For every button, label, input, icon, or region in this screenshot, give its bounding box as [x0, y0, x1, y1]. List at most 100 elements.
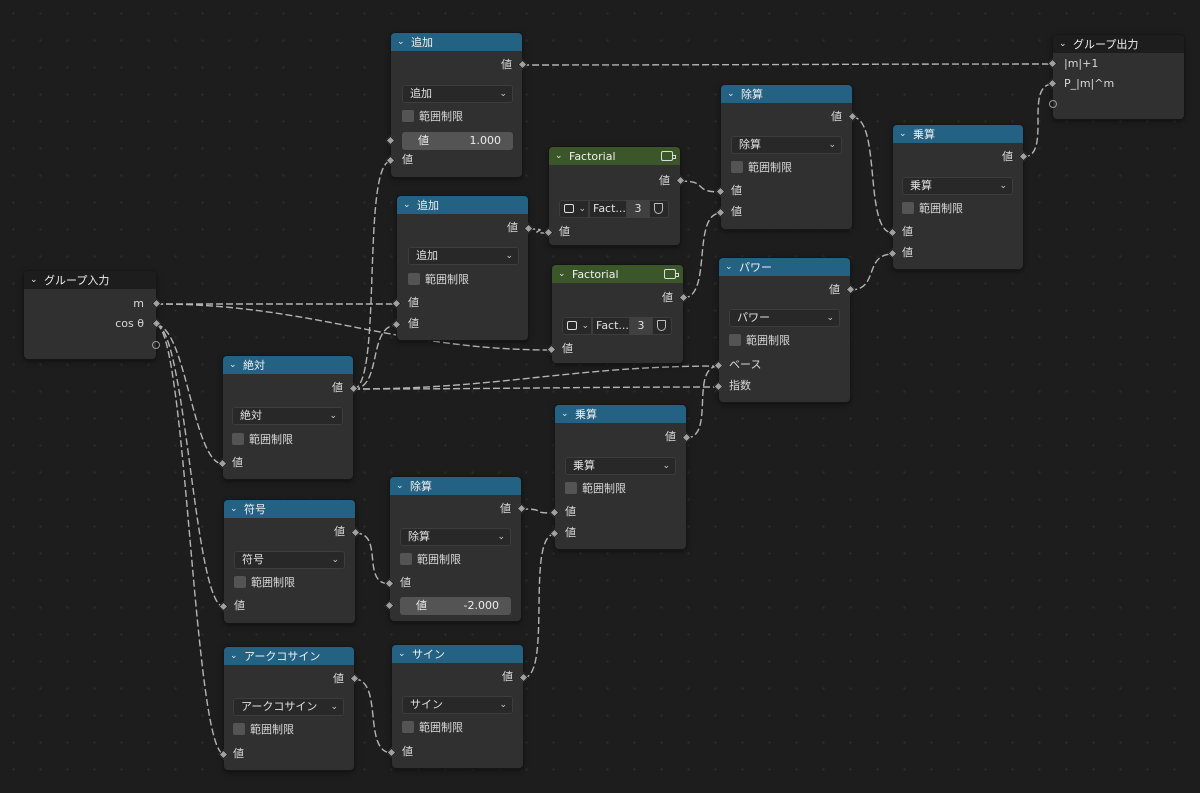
operation-dropdown[interactable]: 乗算⌄: [565, 457, 676, 475]
output-socket-empty[interactable]: [152, 341, 160, 349]
clamp-checkbox[interactable]: 範囲制限: [402, 721, 463, 735]
checkbox-icon[interactable]: [400, 553, 412, 565]
multiply-node-header[interactable]: ⌄乗算: [555, 405, 686, 423]
operation-dropdown[interactable]: 絶対⌄: [232, 407, 343, 425]
clamp-checkbox[interactable]: 範囲制限: [232, 433, 293, 447]
output-socket-cos-theta[interactable]: [151, 318, 162, 329]
chevron-down-icon[interactable]: ⌄: [229, 360, 237, 370]
multiply-node-middle[interactable]: ⌄乗算 値 乗算⌄ 範囲制限 値 値: [549, 405, 692, 549]
output-socket[interactable]: [675, 175, 686, 186]
add-node-header[interactable]: ⌄追加: [391, 33, 522, 51]
multiply-node-right[interactable]: ⌄乗算 値 乗算⌄ 範囲制限 値 値: [887, 125, 1029, 269]
checkbox-icon[interactable]: [729, 334, 741, 346]
node-group-name[interactable]: Fact...: [592, 317, 630, 335]
chevron-down-icon[interactable]: ⌄: [230, 504, 238, 514]
chevron-down-icon[interactable]: ⌄: [230, 651, 238, 661]
arccosine-node-header[interactable]: ⌄アークコサイン: [224, 647, 354, 665]
output-socket[interactable]: [678, 292, 689, 303]
clamp-checkbox[interactable]: 範囲制限: [402, 110, 463, 124]
input-socket-m-plus-one[interactable]: [1047, 58, 1058, 69]
checkbox-icon[interactable]: [402, 110, 414, 122]
checkbox-icon[interactable]: [233, 723, 245, 735]
output-socket[interactable]: [845, 284, 856, 295]
divide-node-bottom[interactable]: ⌄除算 値 除算⌄ 範囲制限 値 値-2.000: [384, 477, 527, 621]
absolute-node-header[interactable]: ⌄絶対: [223, 356, 353, 374]
checkbox-icon[interactable]: [408, 273, 420, 285]
user-count[interactable]: 3: [630, 317, 652, 335]
output-socket[interactable]: [518, 672, 529, 683]
node-group-selector[interactable]: ⌄ Fact... 3: [562, 317, 672, 335]
group-input-header[interactable]: ⌄グループ入力: [24, 271, 156, 289]
divide-node-top[interactable]: ⌄除算 値 除算⌄ 範囲制限 値 値: [715, 85, 858, 229]
node-group-browse[interactable]: ⌄: [559, 200, 589, 218]
operation-dropdown[interactable]: アークコサイン⌄: [233, 698, 344, 716]
sine-node-header[interactable]: ⌄サイン: [392, 645, 523, 663]
sign-node-header[interactable]: ⌄符号: [224, 500, 355, 518]
input-socket[interactable]: [218, 601, 229, 612]
checkbox-icon[interactable]: [565, 482, 577, 494]
arccosine-node[interactable]: ⌄アークコサイン 値 アークコサイン⌄ 範囲制限 値: [218, 647, 360, 770]
power-node[interactable]: ⌄パワー 値 パワー⌄ 範囲制限 ベース 指数: [713, 258, 856, 402]
multiply-node-header[interactable]: ⌄乗算: [893, 125, 1023, 143]
clamp-checkbox[interactable]: 範囲制限: [234, 576, 295, 590]
input-socket-2[interactable]: [715, 207, 726, 218]
input-socket-hidden[interactable]: [384, 600, 395, 611]
sine-node[interactable]: ⌄サイン 値 サイン⌄ 範囲制限 値: [386, 645, 529, 768]
input-socket[interactable]: [546, 344, 557, 355]
operation-dropdown[interactable]: 追加⌄: [402, 85, 513, 103]
factorial-node-header[interactable]: ⌄Factorial: [549, 147, 680, 165]
clamp-checkbox[interactable]: 範囲制限: [400, 553, 461, 567]
chevron-down-icon[interactable]: ⌄: [725, 262, 733, 272]
operation-dropdown[interactable]: パワー⌄: [729, 309, 840, 327]
clamp-checkbox[interactable]: 範囲制限: [902, 202, 963, 216]
output-socket[interactable]: [847, 111, 858, 122]
sign-node[interactable]: ⌄符号 値 符号⌄ 範囲制限 値: [218, 500, 361, 623]
checkbox-icon[interactable]: [402, 721, 414, 733]
input-socket-2[interactable]: [391, 319, 402, 330]
clamp-checkbox[interactable]: 範囲制限: [408, 273, 469, 287]
input-socket-p-m-m[interactable]: [1047, 78, 1058, 89]
output-socket[interactable]: [350, 527, 361, 538]
power-node-header[interactable]: ⌄パワー: [719, 258, 850, 276]
group-output-node[interactable]: ⌄グループ出力 |m|+1 P_|m|^m: [1047, 35, 1184, 119]
node-group-browse[interactable]: ⌄: [562, 317, 592, 335]
clamp-checkbox[interactable]: 範囲制限: [233, 723, 294, 737]
divide-node-header[interactable]: ⌄除算: [721, 85, 852, 103]
operation-dropdown[interactable]: 追加⌄: [408, 247, 519, 265]
factorial-node-header[interactable]: ⌄Factorial: [552, 265, 683, 283]
chevron-down-icon[interactable]: ⌄: [727, 89, 735, 99]
chevron-down-icon[interactable]: ⌄: [403, 200, 411, 210]
output-socket[interactable]: [1018, 151, 1029, 162]
input-socket[interactable]: [543, 227, 554, 238]
output-socket[interactable]: [523, 223, 534, 234]
chevron-down-icon[interactable]: ⌄: [555, 151, 563, 161]
input-socket-2[interactable]: [549, 528, 560, 539]
output-socket[interactable]: [349, 673, 360, 684]
operation-dropdown[interactable]: 除算⌄: [400, 528, 511, 546]
clamp-checkbox[interactable]: 範囲制限: [731, 161, 792, 175]
output-socket[interactable]: [681, 432, 692, 443]
checkbox-icon[interactable]: [232, 433, 244, 445]
input-socket-1[interactable]: [887, 227, 898, 238]
chevron-down-icon[interactable]: ⌄: [30, 275, 38, 285]
input-socket-2[interactable]: [887, 248, 898, 259]
input-socket-1[interactable]: [715, 186, 726, 197]
clamp-checkbox[interactable]: 範囲制限: [729, 334, 790, 348]
checkbox-icon[interactable]: [234, 576, 246, 588]
user-count[interactable]: 3: [627, 200, 649, 218]
node-group-selector[interactable]: ⌄ Fact... 3: [559, 200, 669, 218]
output-socket[interactable]: [517, 59, 528, 70]
chevron-down-icon[interactable]: ⌄: [396, 481, 404, 491]
input-socket-1[interactable]: [391, 298, 402, 309]
chevron-down-icon[interactable]: ⌄: [561, 409, 569, 419]
input-socket[interactable]: [385, 155, 396, 166]
shield-icon[interactable]: [649, 200, 669, 218]
divide-node-header[interactable]: ⌄除算: [390, 477, 521, 495]
operation-dropdown[interactable]: 除算⌄: [731, 136, 842, 154]
shield-icon[interactable]: [652, 317, 672, 335]
factorial-node-bottom[interactable]: ⌄Factorial 値 ⌄ Fact... 3 値: [546, 265, 689, 363]
output-socket[interactable]: [516, 503, 527, 514]
absolute-node[interactable]: ⌄絶対 値 絶対⌄ 範囲制限 値: [217, 356, 359, 479]
